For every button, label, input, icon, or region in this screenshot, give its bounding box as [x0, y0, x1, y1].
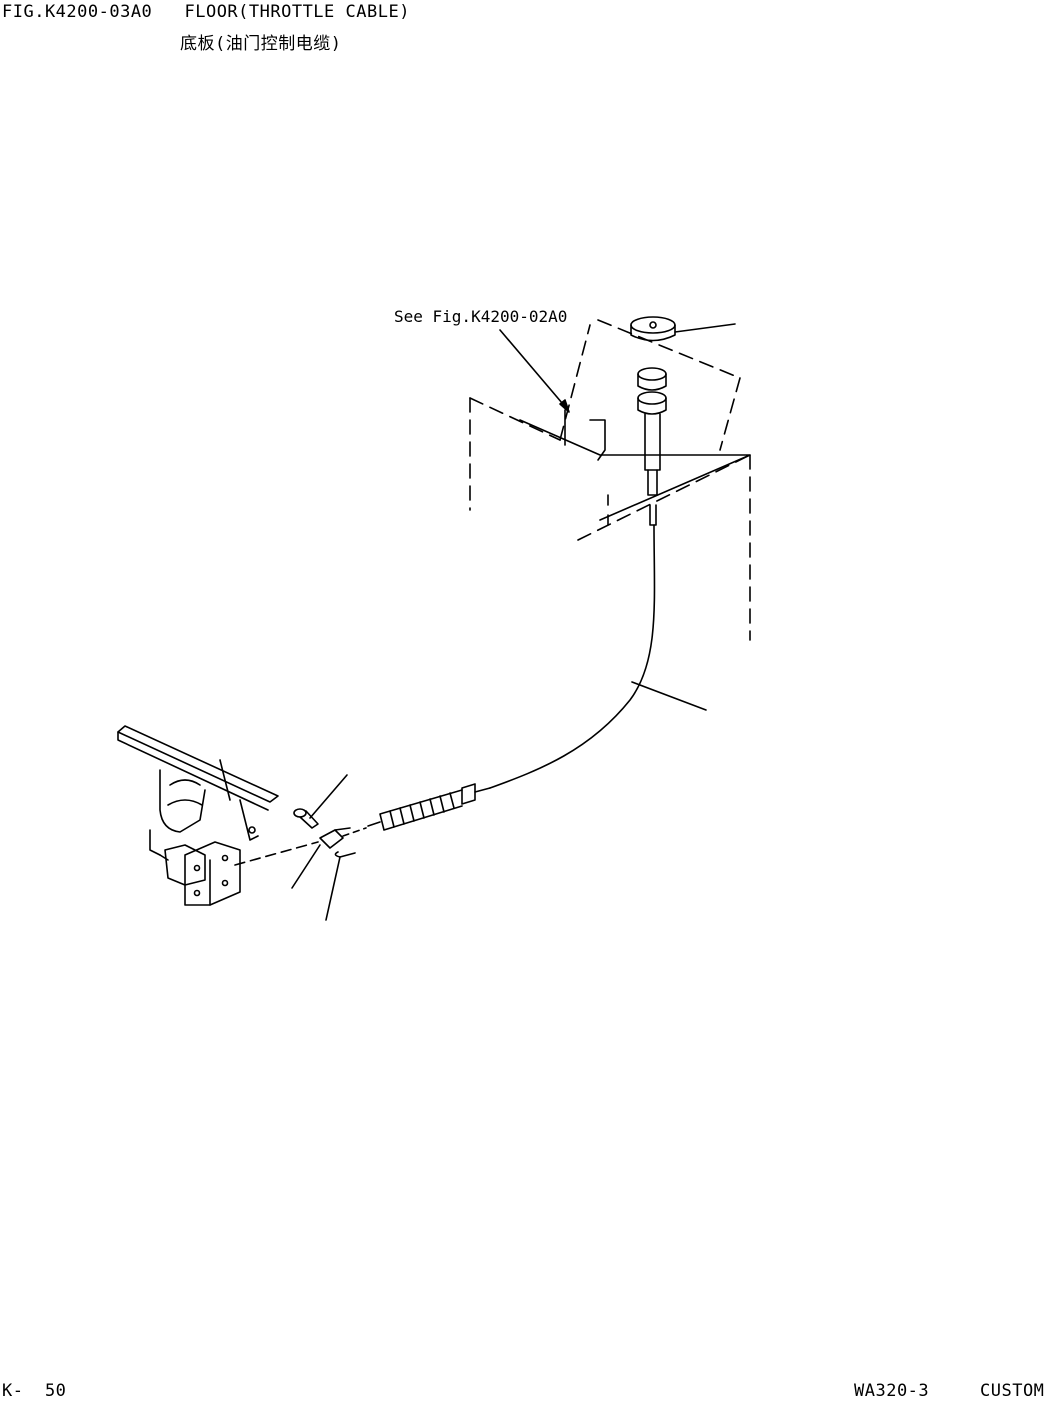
- see-fig-reference-label: See Fig.K4200-02A0: [394, 307, 568, 326]
- figure-subtitle: 底板(油门控制电缆): [180, 34, 342, 54]
- page-number: K- 50: [2, 1381, 67, 1401]
- reference-arrowhead: [559, 399, 570, 413]
- cable-end-fitting: [367, 783, 491, 831]
- figure-title: FIG.K4200-03A0 FLOOR(THROTTLE CABLE): [2, 2, 410, 22]
- cotter-pin: [334, 851, 356, 858]
- linkage-line-2: [342, 827, 367, 837]
- model-label: WA320-3: [854, 1381, 930, 1401]
- pin-leader-line: [309, 774, 348, 819]
- knob-leader-line: [674, 323, 736, 333]
- cable-stem-nuts: [637, 367, 667, 526]
- panel-bracket: [519, 409, 751, 526]
- pedal-assembly: [117, 725, 279, 906]
- edition-label: CUSTOM: [980, 1381, 1045, 1401]
- clevis: [319, 827, 351, 849]
- reference-leader-line: [499, 329, 569, 411]
- linkage-line: [234, 841, 319, 866]
- cotter-leader-line: [325, 856, 341, 921]
- cable-leader-line: [631, 681, 707, 711]
- clevis-leader-line: [291, 844, 321, 889]
- floor-panel-outline: [469, 319, 751, 641]
- throttle-cable: [489, 524, 656, 789]
- clevis-pin: [293, 808, 319, 829]
- throttle-knob: [630, 316, 676, 342]
